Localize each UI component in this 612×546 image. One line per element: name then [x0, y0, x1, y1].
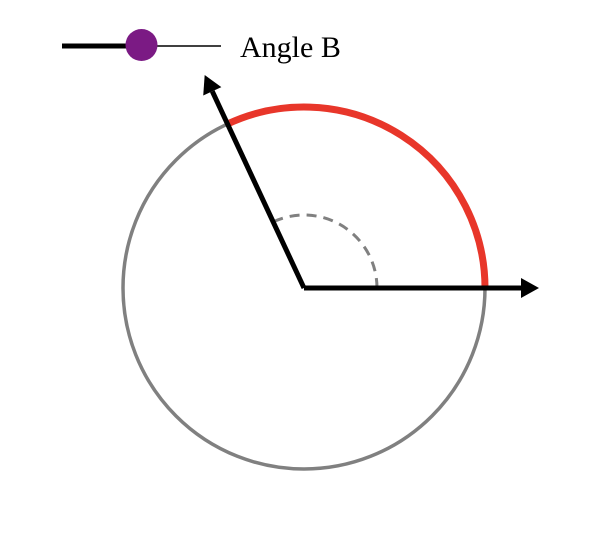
initial-ray — [304, 278, 539, 298]
angle-marker — [272, 213, 379, 289]
slider-thumb[interactable] — [125, 29, 158, 61]
angle-arc — [226, 103, 489, 289]
angle-slider[interactable] — [62, 29, 221, 61]
initial-ray-arrowhead — [521, 278, 539, 298]
terminal-ray-arrowhead — [203, 75, 222, 96]
terminal-ray — [203, 75, 307, 290]
slider-label: Angle B — [240, 31, 341, 64]
terminal-ray-line — [210, 90, 307, 290]
